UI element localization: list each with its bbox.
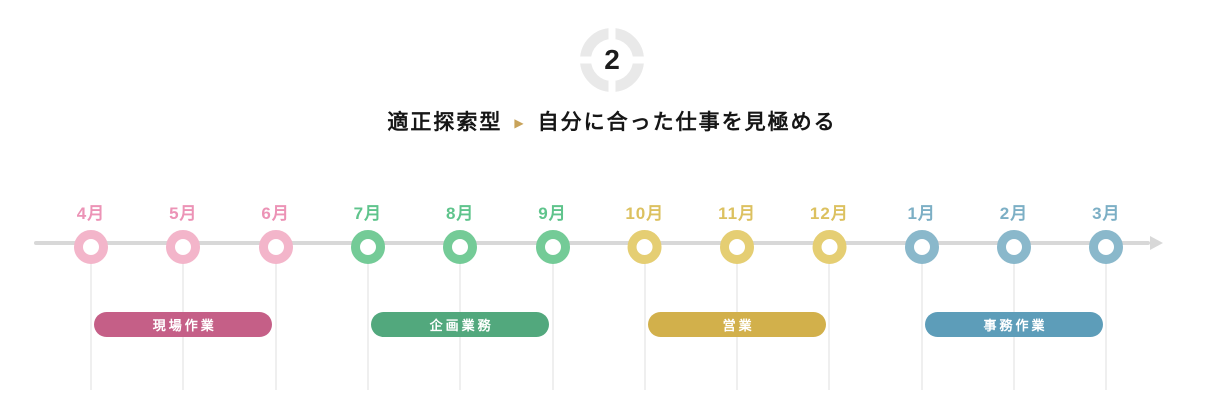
month-marker-icon	[720, 230, 755, 264]
job-period-label: 企画業務	[429, 318, 494, 333]
month-gridline	[90, 262, 92, 390]
step-badge-ring-icon: 2	[579, 27, 645, 93]
timeline-month: 2月	[997, 199, 1031, 264]
job-period-pill: 事務作業	[925, 312, 1103, 337]
timeline-month: 7月	[350, 199, 385, 264]
month-marker-icon	[535, 230, 570, 264]
step-number: 2	[604, 44, 620, 75]
month-marker-icon	[627, 230, 662, 264]
axis-arrow-icon	[1150, 236, 1163, 250]
job-period-label: 営業	[722, 318, 755, 333]
timeline-month: 6月	[258, 199, 293, 264]
month-label: 8月	[445, 204, 475, 223]
month-gridline	[274, 262, 277, 390]
month-label: 6月	[261, 204, 290, 223]
step-badge: 2	[579, 27, 645, 93]
month-marker-icon	[258, 230, 293, 264]
job-period-pill: 営業	[648, 312, 827, 337]
month-label: 2月	[999, 204, 1029, 223]
timeline-month: 10月	[625, 199, 664, 264]
timeline-month: 1月	[904, 199, 939, 264]
month-marker-icon	[997, 230, 1031, 264]
month-label: 3月	[1092, 204, 1121, 223]
month-gridline	[551, 262, 554, 390]
month-marker-icon	[350, 230, 385, 264]
month-marker-icon	[812, 230, 847, 264]
job-period-label: 現場作業	[152, 318, 217, 333]
badge-ring-gap-vertical	[608, 27, 616, 93]
timeline-month: 9月	[535, 199, 570, 264]
month-marker-icon	[443, 230, 478, 264]
month-marker-icon	[166, 230, 201, 264]
month-gridline	[828, 262, 831, 390]
month-gridline	[366, 262, 369, 390]
page-title: 適正探索型 ▶ 自分に合った仕事を見極める	[0, 106, 1224, 136]
month-marker-icon	[1089, 230, 1124, 264]
month-gridline	[920, 262, 923, 390]
job-period-pill: 企画業務	[371, 312, 550, 337]
month-label: 11月	[718, 204, 757, 223]
job-period-pill: 現場作業	[94, 312, 273, 337]
job-period-label: 事務作業	[983, 318, 1048, 333]
month-gridline	[1105, 262, 1108, 390]
timeline-month: 11月	[718, 199, 756, 264]
timeline-month: 4月	[74, 199, 108, 264]
month-label: 5月	[169, 204, 198, 223]
timeline-month: 3月	[1089, 199, 1124, 264]
timeline-month: 8月	[443, 199, 478, 264]
month-marker-icon	[74, 230, 108, 264]
month-label: 7月	[353, 204, 383, 223]
month-label: 9月	[538, 204, 567, 223]
month-label: 12月	[809, 204, 849, 223]
title-type-label: 適正探索型	[387, 111, 503, 134]
title-description: 自分に合った仕事を見極める	[537, 111, 837, 134]
triangle-separator-icon: ▶	[514, 116, 526, 130]
month-label: 10月	[625, 204, 665, 223]
month-label: 1月	[907, 204, 936, 223]
month-gridline	[643, 262, 646, 390]
month-marker-icon	[904, 230, 939, 264]
timeline-month: 12月	[810, 199, 849, 264]
month-label: 4月	[76, 204, 106, 223]
timeline-month: 5月	[166, 199, 201, 264]
timeline-axis	[34, 241, 1150, 245]
